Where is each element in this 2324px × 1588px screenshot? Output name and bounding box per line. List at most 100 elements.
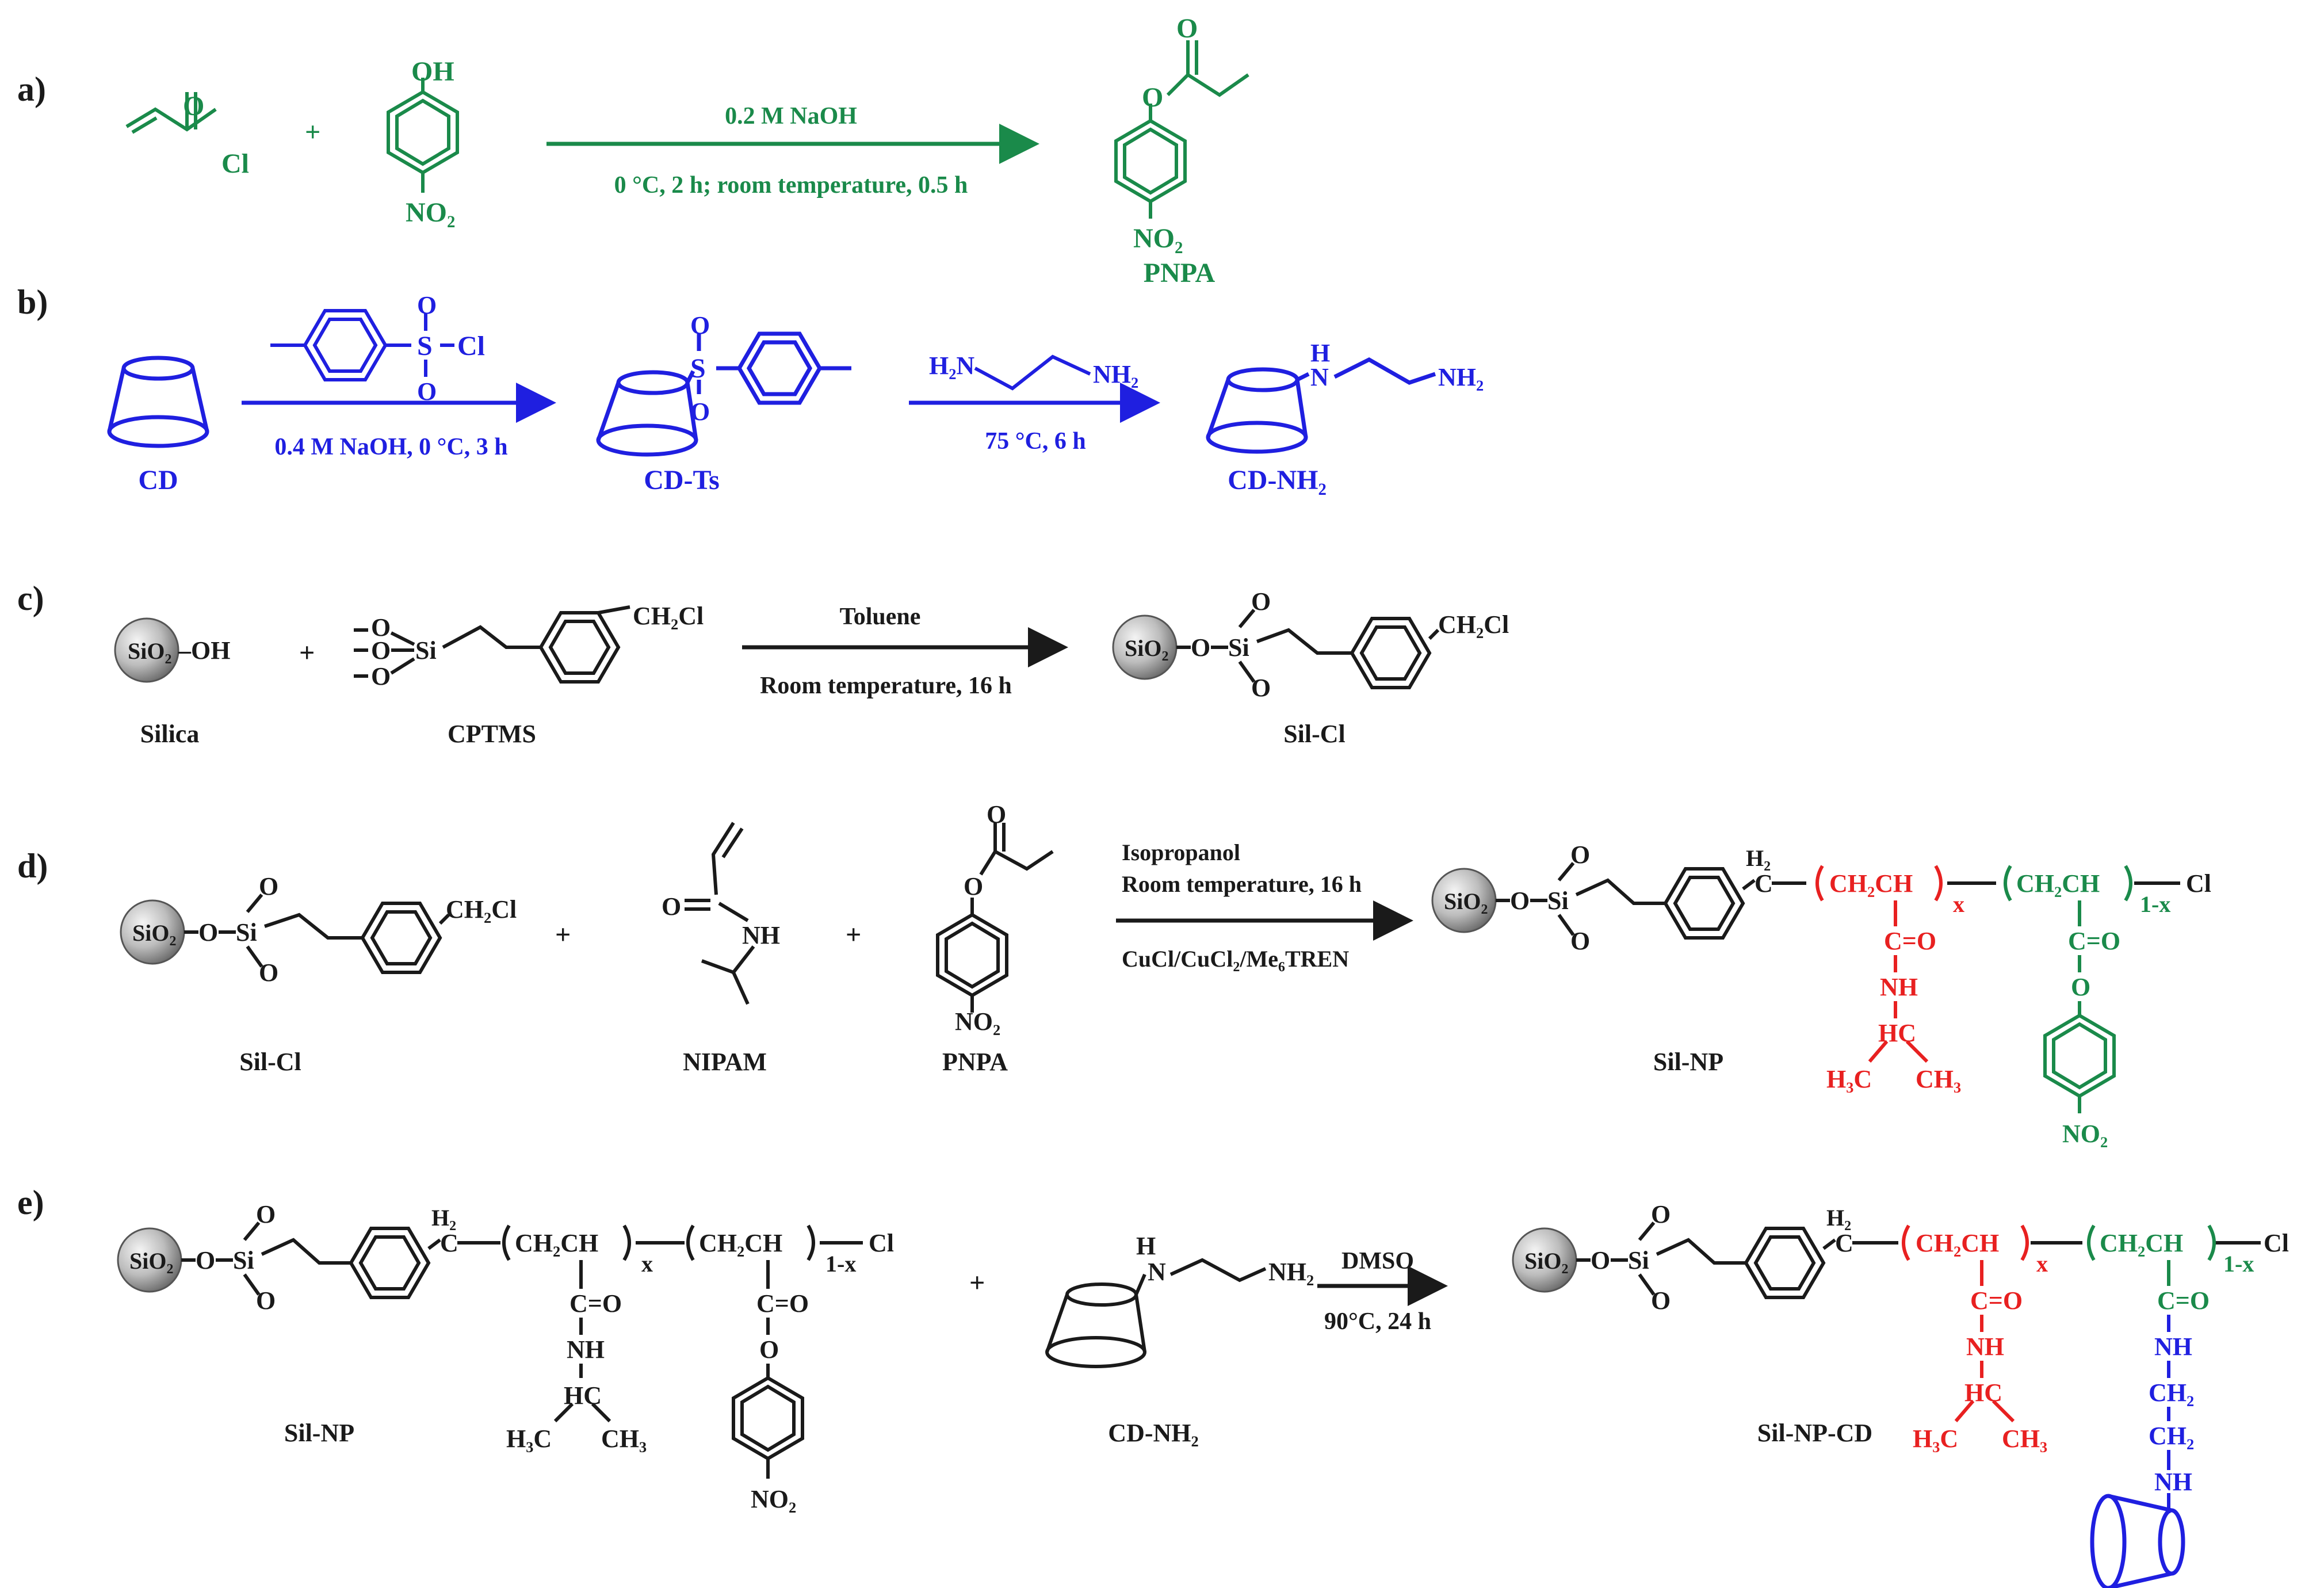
atom-n-e-cdnh2: N	[1148, 1258, 1166, 1286]
atom-nh-nipam-d: NH	[1880, 973, 1918, 1001]
bracket-open-pnpa-d	[2004, 865, 2012, 902]
subscript-x-e2: x	[2036, 1251, 2048, 1277]
tosyl-chloride-structure	[270, 309, 454, 381]
atom-o-cdts-top: O	[690, 311, 710, 339]
plus-sign-d2: +	[846, 919, 861, 950]
bracket-open-nipam-d	[1815, 865, 1824, 902]
atom-nh2-e-cdnh2: NH₂	[1268, 1258, 1314, 1286]
conditions-c-top: Toluene	[840, 604, 921, 630]
cptms-structure	[354, 605, 630, 684]
atom-o-pnpa-ester: O	[1142, 82, 1163, 113]
conditions-a-top: 0.2 M NaOH	[725, 103, 857, 129]
reactant-label-cd: CD	[138, 465, 178, 495]
atom-o-pnpa-d: O	[2071, 973, 2090, 1001]
atom-sio2-d2: SiO₂	[1444, 888, 1488, 914]
atom-ch2ch-e1-pnpa: CH₂CH	[699, 1229, 782, 1257]
cyclodextrin-icon	[107, 356, 209, 448]
atom-ceqo-nipam-e: C=O	[1970, 1287, 2023, 1315]
atom-ch2ch-e1-nipam: CH₂CH	[515, 1229, 598, 1257]
atom-ch3-nipam-e: CH₃	[2002, 1425, 2047, 1453]
atom-oh-silica: –OH	[178, 636, 230, 665]
atom-nh-linker-2: NH	[2154, 1468, 2192, 1496]
atom-ceqo-nipam-d: C=O	[1884, 927, 1936, 955]
atom-no2-e1: NO₂	[751, 1485, 796, 1513]
subscript-1minusx-e1: 1-x	[825, 1251, 856, 1277]
panel-b: b) CD S O O Cl 0.4 M NaOH, 0 °C, 3 h	[17, 283, 1484, 495]
atom-si-d1: Si	[236, 918, 257, 946]
atom-o-cdts-bottom: O	[690, 398, 710, 426]
conditions-d-2: Room temperature, 16 h	[1122, 871, 1362, 897]
atom-o-nipam: O	[662, 892, 681, 921]
bracket-close-pnpa-d	[2124, 865, 2132, 902]
nipam-side-chain-e	[1954, 1260, 2015, 1423]
silnp-e1-anchor-structure	[181, 1221, 863, 1479]
atom-o-cptms-3: O	[371, 662, 391, 690]
atom-h-e-cdnh2: H	[1136, 1232, 1156, 1260]
panel-d: d) SiO₂ O Si O O CH₂Cl Sil-Cl +	[17, 800, 2211, 1148]
atom-o-e1-pnpa: O	[759, 1335, 779, 1364]
panel-c: c) SiO₂ –OH Silica + O O O Si CH₂Cl CPTM…	[17, 579, 1509, 748]
atom-o-d-pnpa-carbonyl: O	[987, 800, 1006, 829]
atom-o-e1-top: O	[256, 1200, 276, 1228]
conditions-e-top: DMSO	[1341, 1248, 1414, 1274]
atom-sio2-d1: SiO₂	[132, 920, 176, 946]
reactant-label-silcl-d: Sil-Cl	[239, 1048, 301, 1076]
atom-o-acryloyl: O	[183, 91, 204, 121]
atom-o-tosyl-top: O	[417, 291, 437, 319]
atom-n-cdnh2: N	[1310, 363, 1329, 391]
atom-o-silcl-bottom: O	[1251, 674, 1271, 702]
atom-si-silcl: Si	[1228, 633, 1249, 662]
atom-ceqo-pnpa-d: C=O	[2068, 927, 2120, 955]
atom-o-d2-top: O	[1570, 841, 1590, 869]
atom-si-d2: Si	[1547, 887, 1569, 915]
atom-ceqo-e1-pnpa: C=O	[756, 1289, 809, 1318]
subscript-1minusx-e2: 1-x	[2223, 1251, 2254, 1277]
atom-ch2ch-pnpa-d: CH₂CH	[2016, 869, 2100, 898]
atom-si-e1: Si	[233, 1246, 254, 1274]
atom-ch2cl-silcl: CH₂Cl	[1438, 610, 1509, 639]
atom-ch2-linker-2: CH₂	[2149, 1422, 2194, 1450]
silcl-reactant-d-structure	[184, 894, 450, 974]
atom-ceqo-pnpa-e: C=O	[2157, 1287, 2210, 1315]
plus-sign-e: +	[969, 1268, 985, 1298]
atom-o-d-pnpa-ester: O	[964, 872, 983, 900]
cyclodextrin-icon-e2	[2090, 1494, 2185, 1588]
atom-c-d2: C	[1755, 869, 1773, 898]
atom-s-tosyl: S	[417, 331, 433, 361]
atom-ch2ch-pnpa-e: CH₂CH	[2100, 1229, 2183, 1257]
atom-no2-pnpa: NO₂	[1133, 223, 1183, 254]
conditions-b1: 0.4 M NaOH, 0 °C, 3 h	[274, 434, 507, 460]
atom-o-cptms-2: O	[371, 636, 391, 665]
panel-b-label: b)	[17, 283, 48, 321]
atom-no2-nitrophenol: NO₂	[406, 197, 455, 228]
panel-d-label: d)	[17, 847, 48, 885]
atom-o-pnpa-carbonyl: O	[1176, 13, 1198, 44]
pnpa-side-chain-d	[2043, 900, 2116, 1113]
cd-nh2-structure	[1206, 357, 1436, 454]
atom-nh-linker-1: NH	[2154, 1333, 2192, 1361]
conditions-a-bottom: 0 °C, 2 h; room temperature, 0.5 h	[614, 172, 968, 199]
silnpcd-anchor-structure	[1576, 1221, 2261, 1299]
atom-nh2-eda: NH₂	[1093, 360, 1138, 388]
reactant-label-nipam: NIPAM	[683, 1048, 767, 1076]
atom-ch3-e1: CH₃	[601, 1425, 647, 1453]
atom-o-d2-link: O	[1510, 887, 1530, 915]
reactant-label-cptms: CPTMS	[448, 720, 536, 748]
pnpa-reactant-d-structure	[936, 823, 1054, 1013]
cd-ts-structure	[596, 331, 851, 457]
atom-o-d1-bottom: O	[259, 959, 278, 987]
atom-si-e2: Si	[1628, 1246, 1649, 1274]
atom-nh-nipam-e: NH	[1966, 1333, 2004, 1361]
atom-ch2cl-d1: CH₂Cl	[446, 895, 517, 923]
atom-o-silcl-link: O	[1191, 633, 1210, 662]
atom-o-e1-link: O	[196, 1246, 215, 1274]
atom-h3c-nipam-d: H₃C	[1826, 1065, 1872, 1093]
atom-hc-e1: HC	[564, 1381, 602, 1410]
plus-sign-d1: +	[555, 919, 571, 950]
panel-a-label: a)	[17, 70, 46, 108]
subscript-x-e1: x	[641, 1251, 653, 1277]
ethylenediamine-structure	[974, 354, 1091, 391]
silcl-product-structure	[1176, 609, 1440, 689]
atom-hc-nipam-e: HC	[1964, 1379, 2002, 1407]
